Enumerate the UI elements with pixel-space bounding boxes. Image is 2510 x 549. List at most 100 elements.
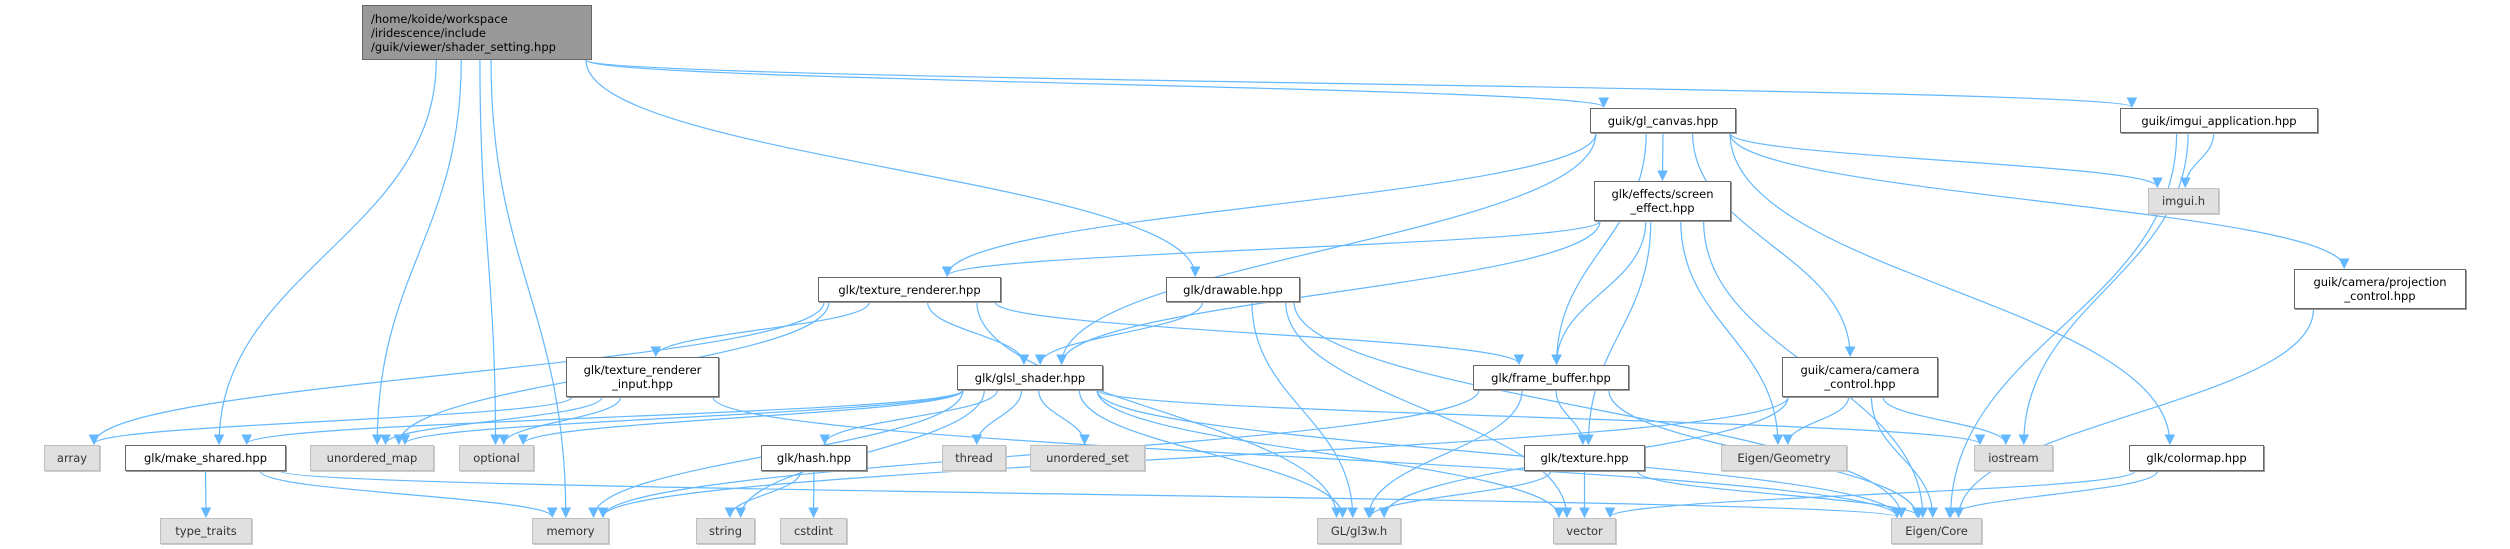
node-label: Eigen/Geometry bbox=[1737, 451, 1831, 465]
node-imgui-h: imgui.h bbox=[2148, 188, 2219, 214]
edge-texture_renderer-to-glsl_shader bbox=[926, 301, 1030, 366]
node-label: vector bbox=[1566, 524, 1603, 538]
node-texture-renderer[interactable]: glk/texture_renderer.hpp bbox=[818, 277, 1001, 302]
edge-glsl_shader-to-unordered_map bbox=[399, 389, 964, 446]
edge-gl_canvas-to-camera_control bbox=[1691, 132, 1856, 358]
node-label: _input.hpp bbox=[612, 377, 673, 391]
edge-screen_effect-to-glsl_shader bbox=[1056, 220, 1601, 366]
node-label: cstdint bbox=[793, 524, 834, 538]
node-eigen-geometry: Eigen/Geometry bbox=[1721, 445, 1847, 471]
node-label: GL/gl3w.h bbox=[1330, 524, 1388, 538]
edge-camera_control-to-iostream bbox=[1882, 396, 2012, 446]
edge-root-to-memory bbox=[490, 59, 572, 519]
node-label: iostream bbox=[1988, 451, 2039, 465]
node-label: glk/frame_buffer.hpp bbox=[1491, 370, 1611, 385]
edge-glsl_shader-to-iostream bbox=[1096, 389, 1986, 446]
node-label: string bbox=[708, 524, 742, 538]
edge-screen_effect-to-texture bbox=[1583, 220, 1652, 446]
edge-make_shared-to-memory bbox=[259, 470, 558, 519]
node-unordered-set: unordered_set bbox=[1030, 445, 1145, 471]
node-camera-control[interactable]: guik/camera/camera_control.hpp bbox=[1782, 357, 1938, 397]
edge-texture_renderer_input-to-array bbox=[88, 396, 573, 446]
edge-colormap-to-eigen_core bbox=[1944, 470, 2159, 519]
node-colormap[interactable]: glk/colormap.hpp bbox=[2129, 445, 2264, 471]
node-root: /home/koide/workspace/iridescence/includ… bbox=[362, 5, 592, 60]
node-drawable[interactable]: glk/drawable.hpp bbox=[1166, 277, 1300, 302]
edge-frame_buffer-to-texture bbox=[1555, 389, 1589, 446]
edge-projection_control-to-eigen_core bbox=[1953, 308, 2315, 519]
node-memory: memory bbox=[532, 518, 609, 544]
node-texture[interactable]: glk/texture.hpp bbox=[1524, 445, 1645, 471]
edge-drawable-to-eigen_core bbox=[1293, 301, 1907, 519]
node-iostream: iostream bbox=[1974, 445, 2053, 471]
node-label: /iridescence/include bbox=[371, 25, 486, 40]
node-make-shared[interactable]: glk/make_shared.hpp bbox=[125, 445, 286, 471]
node-label: guik/gl_canvas.hpp bbox=[1607, 113, 1719, 128]
edge-gl_canvas-to-colormap bbox=[1729, 132, 2176, 446]
edge-glsl_shader-to-unordered_set bbox=[1038, 389, 1091, 446]
node-hash[interactable]: glk/hash.hpp bbox=[761, 445, 867, 471]
node-label: glk/hash.hpp bbox=[776, 451, 852, 465]
edge-root-to-optional bbox=[479, 59, 501, 446]
node-cstdint: cstdint bbox=[780, 518, 847, 544]
edge-gl_canvas-to-texture_renderer bbox=[941, 132, 1597, 278]
edge-imgui_application-to-imgui_h bbox=[2179, 132, 2215, 189]
node-vector: vector bbox=[1553, 518, 1616, 544]
edge-glsl_shader-to-vector bbox=[1096, 389, 1565, 519]
node-label: _control.hpp bbox=[2344, 289, 2416, 303]
edge-screen_effect-to-frame_buffer bbox=[1551, 220, 1647, 366]
node-thread: thread bbox=[942, 445, 1006, 471]
edge-drawable-to-vector bbox=[1285, 301, 1573, 519]
node-eigen-core: Eigen/Core bbox=[1891, 518, 1982, 544]
node-unordered-map: unordered_map bbox=[310, 445, 434, 471]
node-glsl-shader[interactable]: glk/glsl_shader.hpp bbox=[957, 365, 1103, 390]
node-label: guik/imgui_application.hpp bbox=[2141, 113, 2297, 128]
node-label: array bbox=[56, 451, 88, 465]
node-string: string bbox=[696, 518, 755, 544]
edge-gl_canvas-to-frame_buffer bbox=[1551, 132, 1647, 366]
edge-gl_canvas-to-projection_control bbox=[1729, 132, 2350, 270]
node-array: array bbox=[44, 445, 100, 471]
edge-screen_effect-to-eigen_geometry bbox=[1680, 220, 1784, 446]
node-gl-canvas[interactable]: guik/gl_canvas.hpp bbox=[1590, 108, 1736, 133]
edge-texture_renderer_input-to-optional bbox=[498, 396, 622, 446]
edge-texture_renderer-to-gl3w bbox=[976, 301, 1342, 519]
node-texture-renderer-input[interactable]: glk/texture_renderer_input.hpp bbox=[566, 357, 719, 397]
edge-root-to-unordered_map bbox=[371, 59, 462, 446]
node-label: _control.hpp bbox=[1824, 377, 1896, 391]
edge-root-to-gl_canvas bbox=[585, 59, 1609, 109]
edge-glsl_shader-to-gl3w bbox=[1078, 389, 1348, 519]
node-gl3w: GL/gl3w.h bbox=[1317, 518, 1401, 544]
node-label: _effect.hpp bbox=[1630, 201, 1695, 215]
edge-root-to-imgui_application bbox=[585, 59, 2137, 109]
edge-camera_control-to-eigen_core bbox=[1870, 396, 1939, 519]
edge-drawable-to-gl3w bbox=[1251, 301, 1359, 519]
node-label: guik/camera/camera bbox=[1800, 363, 1920, 377]
node-label: glk/make_shared.hpp bbox=[143, 451, 268, 465]
edge-colormap-to-vector bbox=[1604, 470, 2136, 519]
node-label: glk/colormap.hpp bbox=[2146, 451, 2247, 465]
node-frame-buffer[interactable]: glk/frame_buffer.hpp bbox=[1473, 365, 1629, 390]
node-label: unordered_map bbox=[326, 451, 418, 465]
edge-texture_renderer_input-to-eigen_core bbox=[712, 396, 1903, 519]
edge-glsl_shader-to-hash bbox=[819, 389, 999, 446]
node-label: type_traits bbox=[175, 524, 237, 538]
node-screen-effect[interactable]: glk/effects/screen_effect.hpp bbox=[1594, 181, 1731, 221]
edge-hash-to-string bbox=[724, 470, 802, 519]
edge-texture-to-eigen_core bbox=[1636, 470, 1925, 519]
edge-texture_renderer-to-frame_buffer bbox=[994, 301, 1525, 366]
node-label: glk/drawable.hpp bbox=[1183, 282, 1283, 297]
node-projection-control[interactable]: guik/camera/projection_control.hpp bbox=[2294, 269, 2466, 309]
edge-root-to-make_shared bbox=[213, 59, 437, 446]
node-label: glk/texture_renderer.hpp bbox=[838, 282, 981, 297]
edge-root-to-drawable bbox=[585, 59, 1201, 278]
edge-glsl_shader-to-optional bbox=[517, 389, 964, 446]
edge-gl_canvas-to-glsl_shader bbox=[1056, 132, 1597, 366]
node-label: memory bbox=[546, 524, 595, 538]
edge-screen_effect-to-texture_renderer bbox=[942, 220, 1601, 278]
node-label: thread bbox=[955, 451, 993, 465]
edge-texture_renderer-to-texture_renderer_input bbox=[650, 301, 871, 358]
node-label: glk/glsl_shader.hpp bbox=[974, 370, 1086, 385]
node-imgui-application[interactable]: guik/imgui_application.hpp bbox=[2120, 108, 2318, 133]
